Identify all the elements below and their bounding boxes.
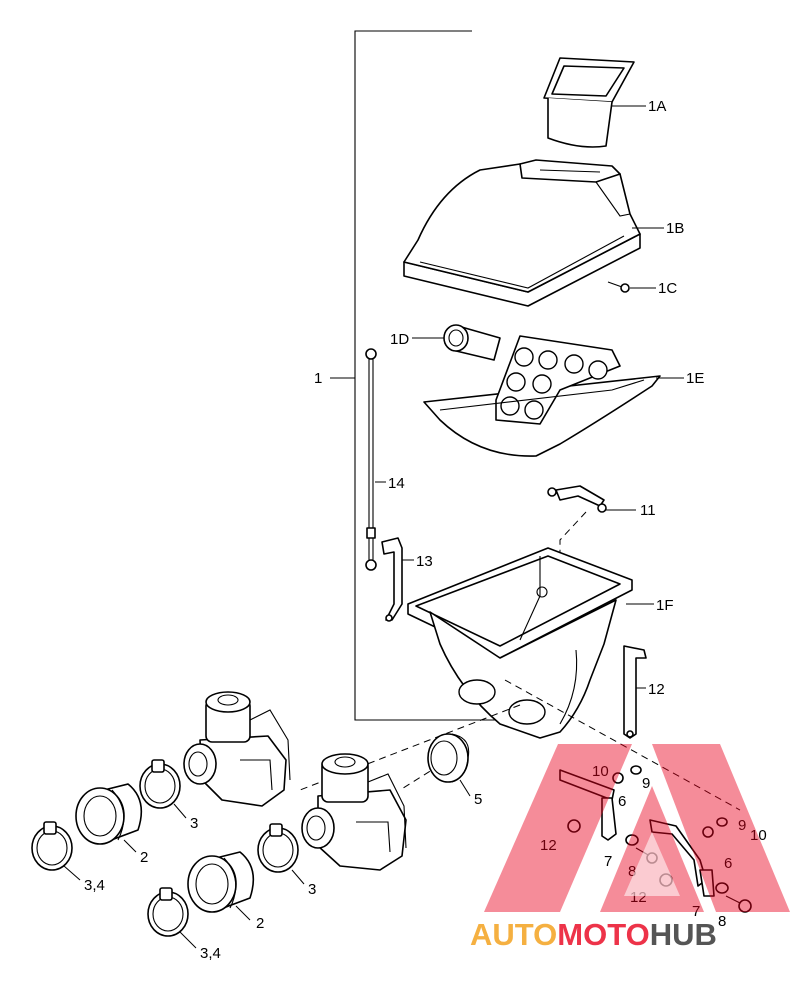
part-2-intake-rubber-lower bbox=[187, 851, 255, 913]
part-13-bracket bbox=[381, 537, 403, 622]
label-7-left: 7 bbox=[604, 853, 612, 870]
label-8-right: 8 bbox=[718, 913, 726, 930]
watermark-moto: MOTO bbox=[557, 917, 649, 952]
part-9-washer bbox=[716, 817, 728, 827]
part-3-clamp-lower bbox=[257, 823, 299, 873]
label-12-nut-left: 12 bbox=[540, 837, 557, 854]
label-2-lower: 2 bbox=[256, 915, 264, 932]
label-6-upper: 6 bbox=[618, 793, 626, 810]
label-1d: 1D bbox=[390, 331, 409, 348]
label-1e: 1E bbox=[686, 370, 704, 387]
label-1a: 1A bbox=[648, 98, 666, 115]
label-9-left: 9 bbox=[642, 775, 650, 792]
label-1b: 1B bbox=[666, 220, 684, 237]
label-13: 13 bbox=[416, 553, 433, 570]
label-7-right: 7 bbox=[692, 903, 700, 920]
part-1f-lower-housing bbox=[407, 547, 633, 739]
label-3-upper: 3 bbox=[190, 815, 198, 832]
part-12-nut bbox=[567, 819, 581, 833]
part-5-gasket bbox=[427, 733, 470, 783]
watermark-auto: AUTO bbox=[470, 917, 557, 952]
part-6-plate-upper bbox=[559, 769, 617, 841]
part-12-bracket bbox=[623, 645, 647, 739]
part-1e-filter-tray bbox=[423, 335, 661, 457]
watermark-hub: HUB bbox=[650, 917, 717, 952]
part-1a-intake-snorkel bbox=[543, 57, 635, 148]
part-10-nut bbox=[612, 772, 624, 784]
part-1b-upper-housing bbox=[403, 159, 641, 307]
part-carburetor-lower bbox=[301, 753, 407, 871]
watermark-logo bbox=[484, 744, 790, 912]
label-1c: 1C bbox=[658, 280, 677, 297]
part-10-nut bbox=[702, 826, 714, 838]
part-9-washer bbox=[630, 765, 642, 775]
label-11: 11 bbox=[640, 502, 656, 519]
part-carburetor-upper bbox=[183, 691, 291, 807]
group-bracket-1 bbox=[354, 30, 530, 721]
part-2-intake-rubber-upper bbox=[75, 783, 143, 845]
label-1f: 1F bbox=[656, 597, 674, 614]
label-3-lower: 3 bbox=[308, 881, 316, 898]
label-10-right: 10 bbox=[750, 827, 767, 844]
label-1: 1 bbox=[314, 370, 322, 387]
part-8-bolt bbox=[725, 895, 752, 913]
part-34-clamp-upper bbox=[31, 821, 73, 871]
label-8-left: 8 bbox=[628, 863, 636, 880]
part-1d-tube bbox=[443, 324, 501, 361]
part-7-washer bbox=[715, 882, 729, 894]
label-14: 14 bbox=[388, 475, 405, 492]
part-14-rod bbox=[365, 348, 377, 571]
part-3-clamp-upper bbox=[139, 759, 181, 809]
label-34-upper: 3,4 bbox=[84, 877, 105, 894]
label-34-lower: 3,4 bbox=[200, 945, 221, 962]
label-10-left: 10 bbox=[592, 763, 609, 780]
label-2-upper: 2 bbox=[140, 849, 148, 866]
part-11-clip bbox=[547, 485, 607, 513]
part-7-washer bbox=[625, 834, 639, 846]
label-6-lower: 6 bbox=[724, 855, 732, 872]
label-5: 5 bbox=[474, 791, 482, 808]
label-9-right: 9 bbox=[738, 817, 746, 834]
label-12-bracket: 12 bbox=[648, 681, 665, 698]
watermark-text: AUTOMOTOHUB bbox=[470, 917, 717, 952]
part-1c-screw bbox=[607, 281, 630, 293]
part-6-plate-lower bbox=[649, 819, 715, 897]
part-34-clamp-lower bbox=[147, 887, 189, 937]
